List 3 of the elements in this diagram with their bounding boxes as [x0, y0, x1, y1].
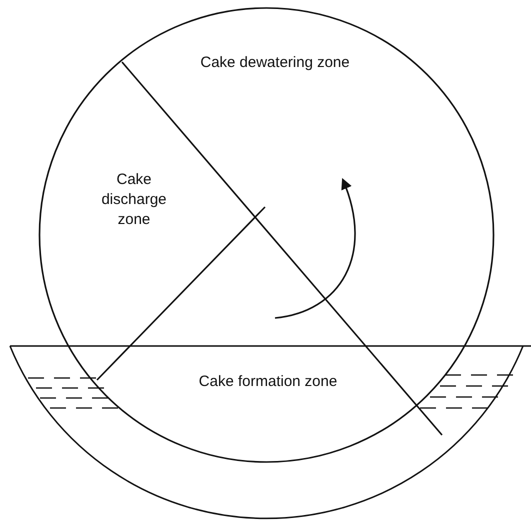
zone-label: Cake dewatering zone	[199, 53, 351, 73]
zone-label: Cake discharge zone	[100, 170, 168, 230]
zone-label: Cake formation zone	[198, 372, 338, 392]
